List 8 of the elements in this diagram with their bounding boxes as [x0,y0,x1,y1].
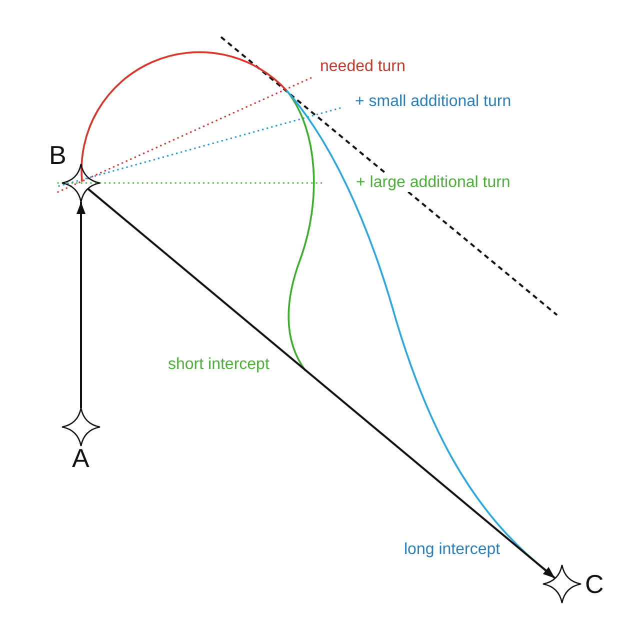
annotation-label: long intercept [402,541,502,559]
point-label: A [72,445,90,471]
annotation-label: + large additional turn [354,174,512,192]
arrow [87,188,556,579]
point-label: C [585,571,604,597]
arrow [76,202,86,408]
annotation-label: short intercept [166,356,272,374]
point-label: B [49,142,66,168]
